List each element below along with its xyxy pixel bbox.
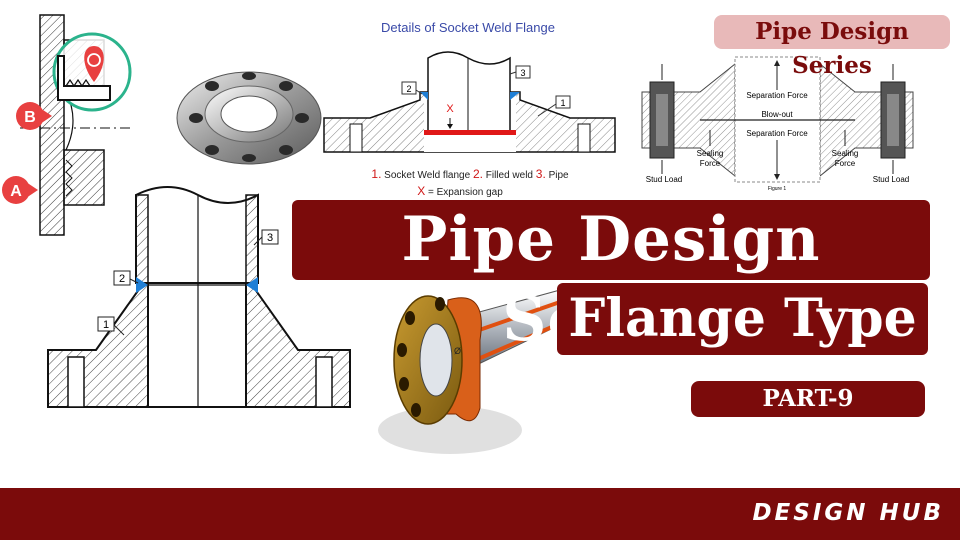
flange-force-figure: Separation Force Blow-out Separation For… xyxy=(641,56,914,192)
svg-text:2: 2 xyxy=(119,273,125,285)
butt-weld-right xyxy=(246,277,258,293)
socket-weld-diagram: Details of Socket Weld Flange X 1 2 3 1.… xyxy=(323,20,616,198)
svg-text:1: 1 xyxy=(560,98,565,108)
svg-text:Separation Force: Separation Force xyxy=(746,129,808,138)
svg-text:Force: Force xyxy=(700,159,721,168)
svg-text:Separation Force: Separation Force xyxy=(746,91,808,100)
flange-photo xyxy=(176,71,322,165)
butt-weld-left xyxy=(136,277,148,293)
socket-weld-heading: Details of Socket Weld Flange xyxy=(381,20,555,35)
svg-text:3: 3 xyxy=(520,68,525,78)
svg-text:2: 2 xyxy=(406,84,411,94)
fillet-weld-right xyxy=(510,92,520,100)
svg-text:B: B xyxy=(24,109,36,126)
svg-text:X: X xyxy=(446,103,454,115)
svg-text:1: 1 xyxy=(103,319,109,331)
svg-text:Ø: Ø xyxy=(454,346,461,356)
svg-text:Sealing: Sealing xyxy=(832,149,859,158)
svg-text:Stud Load: Stud Load xyxy=(646,175,682,184)
marker-a xyxy=(2,176,30,204)
subtitle: Flange Type xyxy=(557,283,928,355)
flange-3d-rendering: Ø xyxy=(378,289,570,454)
svg-text:Stud Load: Stud Load xyxy=(873,175,909,184)
expansion-gap-legend: X = Expansion gap xyxy=(417,184,503,198)
marker-b xyxy=(16,102,44,130)
part-badge: PART-9 xyxy=(691,381,925,417)
detail-pin-icon xyxy=(84,46,104,82)
svg-text:Sealing: Sealing xyxy=(697,149,724,158)
svg-text:Blow-out: Blow-out xyxy=(761,110,793,119)
svg-text:3: 3 xyxy=(267,232,273,244)
svg-text:A: A xyxy=(10,183,22,200)
expansion-gap xyxy=(424,130,516,135)
socket-weld-legend: 1. Socket Weld flange 2. Filled weld 3. … xyxy=(371,167,569,181)
svg-text:Figure 1: Figure 1 xyxy=(768,186,787,192)
weld-neck-flange-diagram: 3 2 1 xyxy=(47,186,351,408)
series-tag: Pipe Design Series xyxy=(714,15,950,79)
main-title: Pipe Design Series xyxy=(292,200,930,355)
threaded-flange-drawing: B A xyxy=(2,14,132,236)
svg-text:Force: Force xyxy=(835,159,856,168)
brand-logo: DESIGN HUB xyxy=(752,500,944,526)
footer-bar xyxy=(0,488,960,540)
